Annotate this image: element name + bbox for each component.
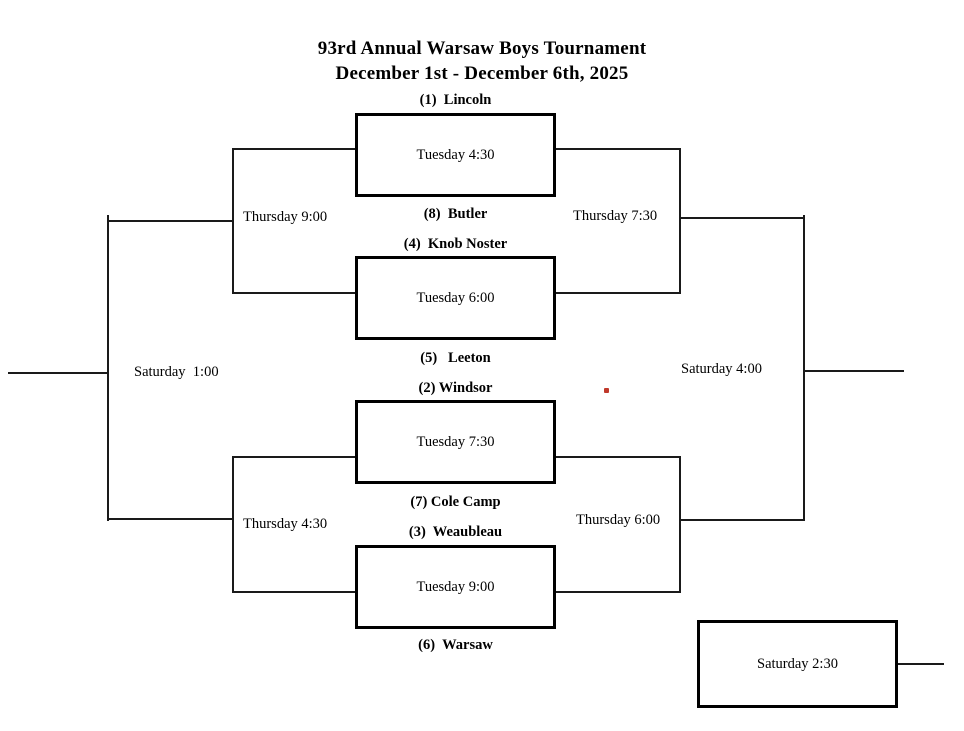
connector-semifinal-upper-right-out: [679, 217, 805, 219]
game-time-consolation: Saturday 2:30: [757, 656, 838, 672]
team-label-seed-2: (2) Windsor: [418, 380, 493, 396]
connector-qf3-left-top: [232, 456, 356, 458]
game-box-consolation[interactable]: Saturday 2:30: [697, 620, 898, 708]
connector-qf3-right-top: [556, 456, 681, 458]
game-box-quarterfinal-2[interactable]: Tuesday 6:00: [355, 256, 556, 340]
connector-qf4-left-bottom: [232, 591, 356, 593]
page-title: 93rd Annual Warsaw Boys Tournament Decem…: [0, 36, 964, 86]
game-time-semifinal-upper-left: Thursday 9:00: [243, 209, 328, 225]
connector-semifinal-lower-right-out: [679, 519, 805, 521]
game-time-semifinal-upper-right: Thursday 7:30: [573, 208, 658, 224]
game-time-quarterfinal-2: Tuesday 6:00: [416, 290, 495, 306]
team-label-seed-4: (4) Knob Noster: [403, 236, 508, 252]
game-time-quarterfinal-1: Tuesday 4:30: [416, 147, 495, 163]
team-label-seed-8: (8) Butler: [423, 206, 488, 222]
game-time-semifinal-lower-right: Thursday 6:00: [576, 512, 661, 528]
connector-consolation-out: [898, 663, 944, 665]
connector-final-right-out: [804, 370, 904, 372]
team-label-seed-5: (5) Leeton: [420, 350, 491, 366]
team-label-seed-1: (1) Lincoln: [419, 92, 492, 108]
connector-qf4-right-bottom: [556, 591, 681, 593]
game-time-final-left: Saturday 1:00: [134, 364, 219, 380]
game-time-semifinal-lower-left: Thursday 4:30: [243, 516, 328, 532]
team-label-seed-7: (7) Cole Camp: [410, 494, 501, 510]
connector-qf2-right-bottom: [556, 292, 681, 294]
connector-qf1-left-top: [232, 148, 356, 150]
game-box-quarterfinal-3[interactable]: Tuesday 7:30: [355, 400, 556, 484]
connector-final-right-spine: [803, 215, 805, 521]
connector-semifinal-lower-right-spine: [679, 456, 681, 593]
game-time-final-right: Saturday 4:00: [681, 361, 762, 377]
game-time-quarterfinal-4: Tuesday 9:00: [416, 579, 495, 595]
game-box-quarterfinal-4[interactable]: Tuesday 9:00: [355, 545, 556, 629]
title-line-1: 93rd Annual Warsaw Boys Tournament: [317, 38, 647, 59]
game-time-quarterfinal-3: Tuesday 7:30: [416, 434, 495, 450]
connector-final-left-out: [8, 372, 108, 374]
connector-final-left-spine: [107, 215, 109, 521]
connector-semifinal-lower-left-spine: [232, 456, 234, 593]
connector-qf1-right-top: [556, 148, 681, 150]
game-box-quarterfinal-1[interactable]: Tuesday 4:30: [355, 113, 556, 197]
title-line-2: December 1st - December 6th, 2025: [335, 63, 629, 84]
team-label-seed-3: (3) Weaubleau: [408, 524, 503, 540]
connector-semifinal-upper-left-out: [108, 220, 233, 222]
team-label-seed-6: (6) Warsaw: [418, 637, 493, 653]
connector-semifinal-upper-right-spine: [679, 148, 681, 294]
red-dot-artifact: [604, 388, 609, 393]
connector-semifinal-lower-left-out: [108, 518, 233, 520]
connector-qf2-left-bottom: [232, 292, 356, 294]
